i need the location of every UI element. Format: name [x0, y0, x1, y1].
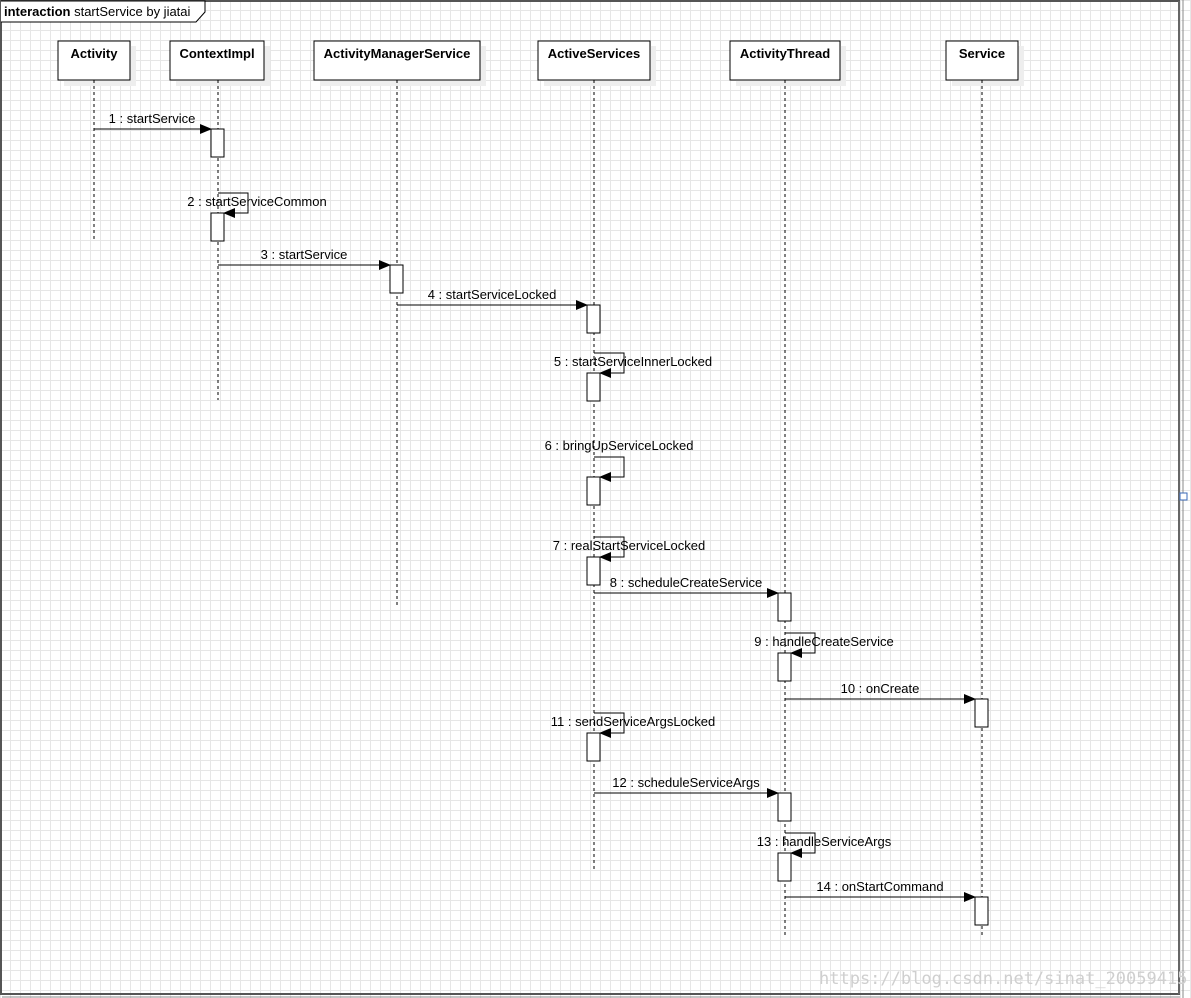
activation-box	[974, 698, 989, 728]
frame-title-text: startService by jiatai	[74, 4, 190, 19]
message-10[interactable]: 10 : onCreate	[785, 681, 976, 704]
message-label: 1 : startService	[109, 111, 196, 126]
message-14[interactable]: 14 : onStartCommand	[785, 879, 976, 902]
message-label: 14 : onStartCommand	[816, 879, 943, 894]
activation-box	[777, 792, 792, 822]
message-9[interactable]: 9 : handleCreateService	[754, 632, 894, 658]
message-13[interactable]: 13 : handleServiceArgs	[757, 832, 892, 858]
message-label: 6 : bringUpServiceLocked	[545, 438, 694, 453]
activation-box	[586, 732, 601, 762]
resize-handle[interactable]	[1179, 492, 1188, 501]
message-label: 5 : startServiceInnerLocked	[554, 354, 712, 369]
lifeline-label-activity: Activity	[71, 46, 119, 61]
frame-title-tab	[1, 0, 206, 23]
message-5[interactable]: 5 : startServiceInnerLocked	[554, 352, 712, 378]
watermark: https://blog.csdn.net/sinat_20059415	[819, 969, 1187, 989]
activation-box	[586, 476, 601, 506]
lifelines: Activity ContextImpl ActivityManagerServ…	[57, 40, 1024, 936]
lifeline-activeservices[interactable]: ActiveServices	[537, 40, 656, 870]
activation-box	[777, 652, 792, 682]
lifeline-ams[interactable]: ActivityManagerService	[313, 40, 486, 606]
message-7[interactable]: 7 : realStartServiceLocked	[553, 536, 705, 562]
frame-keyword: interaction	[4, 4, 71, 19]
message-3[interactable]: 3 : startService	[218, 247, 391, 270]
message-6[interactable]: 6 : bringUpServiceLocked	[545, 438, 694, 482]
message-label: 2 : startServiceCommon	[187, 194, 326, 209]
messages: 1 : startService 2 : startServiceCommon …	[94, 111, 989, 926]
activation-box	[586, 372, 601, 402]
message-4[interactable]: 4 : startServiceLocked	[397, 287, 588, 310]
lifeline-label-activeservices: ActiveServices	[548, 46, 641, 61]
message-label: 3 : startService	[261, 247, 348, 262]
message-2[interactable]: 2 : startServiceCommon	[187, 192, 327, 218]
lifeline-activitythread[interactable]: ActivityThread	[729, 40, 846, 936]
message-label: 4 : startServiceLocked	[428, 287, 557, 302]
activation-box	[586, 556, 601, 586]
message-label: 7 : realStartServiceLocked	[553, 538, 705, 553]
message-label: 11 : sendServiceArgsLocked	[551, 714, 716, 729]
lifeline-label-activitythread: ActivityThread	[740, 46, 830, 61]
message-label: 8 : scheduleCreateService	[610, 575, 762, 590]
activation-box	[210, 128, 225, 158]
message-12[interactable]: 12 : scheduleServiceArgs	[594, 775, 779, 798]
message-label: 9 : handleCreateService	[754, 634, 893, 649]
activation-box	[210, 212, 225, 242]
message-label: 10 : onCreate	[841, 681, 920, 696]
lifeline-service[interactable]: Service	[945, 40, 1024, 936]
lifeline-label-contextimpl: ContextImpl	[179, 46, 254, 61]
frame-title: interaction startService by jiatai	[4, 4, 191, 19]
activation-box	[974, 896, 989, 926]
activation-box	[777, 592, 792, 622]
message-1[interactable]: 1 : startService	[94, 111, 212, 134]
lifeline-activity[interactable]: Activity	[57, 40, 136, 240]
activation-box	[777, 852, 792, 882]
activation-box	[586, 304, 601, 334]
message-label: 12 : scheduleServiceArgs	[612, 775, 760, 790]
message-11[interactable]: 11 : sendServiceArgsLocked	[551, 712, 716, 738]
lifeline-label-ams: ActivityManagerService	[324, 46, 471, 61]
lifeline-contextimpl[interactable]: ContextImpl	[169, 40, 270, 400]
message-8[interactable]: 8 : scheduleCreateService	[594, 575, 779, 598]
message-label: 13 : handleServiceArgs	[757, 834, 892, 849]
activation-box	[389, 264, 404, 294]
lifeline-label-service: Service	[959, 46, 1005, 61]
